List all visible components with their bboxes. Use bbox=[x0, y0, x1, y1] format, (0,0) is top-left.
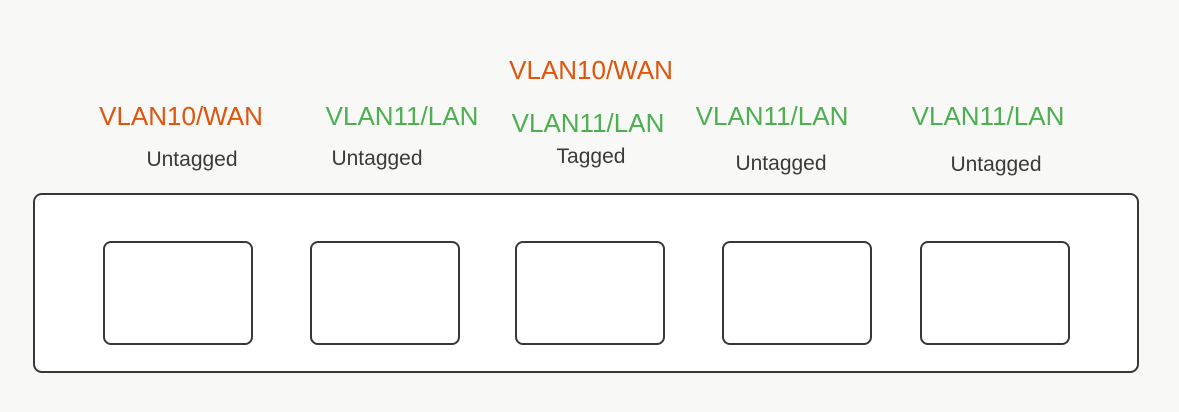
port4-vlan11-lan-label: VLAN11/LAN bbox=[695, 101, 849, 131]
port3-vlan11-lan-label: VLAN11/LAN bbox=[511, 108, 665, 138]
port2-tagging-label: Untagged bbox=[331, 147, 423, 170]
port2-vlan11-lan-label: VLAN11/LAN bbox=[325, 101, 479, 131]
switch-chassis bbox=[33, 193, 1139, 373]
port-3 bbox=[514, 240, 665, 345]
port-1 bbox=[102, 240, 253, 345]
port1-tagging-label: Untagged bbox=[146, 148, 238, 171]
port4-tagging-label: Untagged bbox=[735, 152, 827, 175]
port5-vlan11-lan-label: VLAN11/LAN bbox=[911, 101, 1065, 131]
port-4 bbox=[721, 240, 872, 345]
port1-vlan10-wan-label: VLAN10/WAN bbox=[99, 101, 263, 131]
port-2 bbox=[309, 240, 460, 345]
port-5 bbox=[919, 240, 1070, 345]
port5-tagging-label: Untagged bbox=[950, 153, 1042, 176]
port3-tagging-label: Tagged bbox=[556, 145, 626, 168]
port3-vlan10-wan-label: VLAN10/WAN bbox=[509, 55, 673, 85]
